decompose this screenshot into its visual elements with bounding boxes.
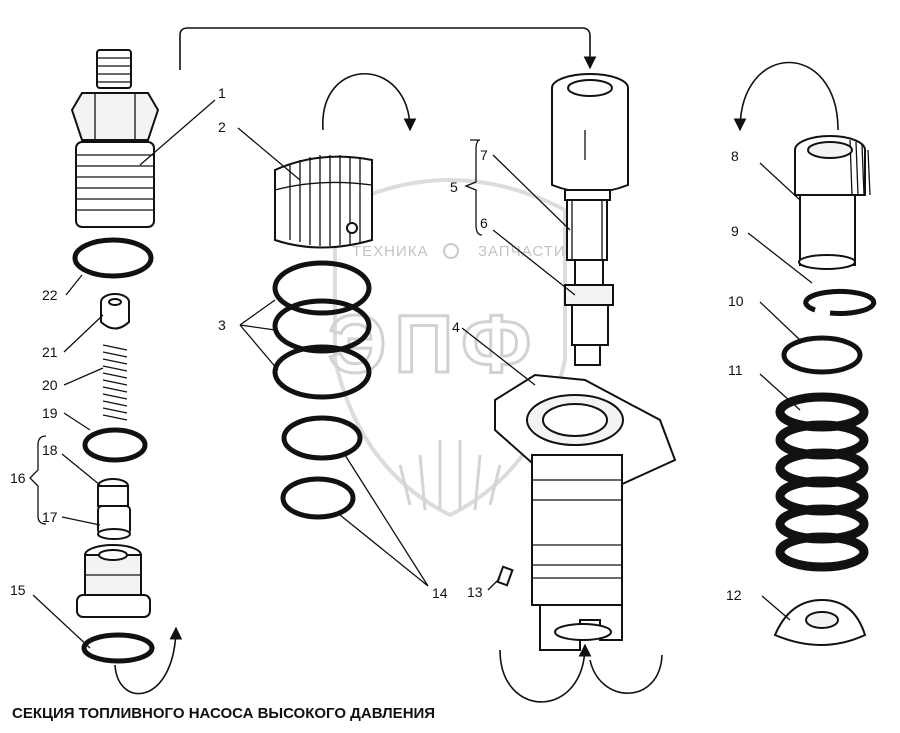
plunger-7 <box>551 73 629 286</box>
washer-10 <box>781 335 863 375</box>
callout-15: 15 <box>10 582 26 598</box>
watermark-wheat-icon <box>398 440 502 511</box>
o-ring-14b <box>280 476 356 520</box>
callout-1: 1 <box>218 85 226 101</box>
diagram-caption: СЕКЦИЯ ТОПЛИВНОГО НАСОСА ВЫСОКОГО ДАВЛЕН… <box>12 705 436 722</box>
callout-18: 18 <box>42 442 58 458</box>
callout-17: 17 <box>42 509 58 525</box>
callout-10: 10 <box>728 293 744 309</box>
callout-14: 14 <box>432 585 448 601</box>
callout-20: 20 <box>42 377 58 393</box>
plunger-arm-6 <box>564 284 614 366</box>
callout-19: 19 <box>42 405 58 421</box>
callout-6: 6 <box>480 215 488 231</box>
callout-2: 2 <box>218 119 226 135</box>
watermark-brand-right: ЗАПЧАСТИ <box>478 243 566 260</box>
leader-lines <box>29 99 813 649</box>
callout-11: 11 <box>728 362 743 378</box>
spring-11 <box>775 392 869 572</box>
spring-plate-12 <box>773 598 867 646</box>
pressure-fitting-1 <box>70 49 160 228</box>
arrow-right-down <box>733 61 839 132</box>
o-ring-22 <box>72 237 154 279</box>
o-ring-14a <box>281 415 363 461</box>
o-ring-3c <box>272 344 372 400</box>
delivery-valve-18 <box>97 478 129 507</box>
valve-holder-21 <box>100 293 130 330</box>
pin-13 <box>496 565 514 587</box>
o-ring-3b <box>272 298 372 354</box>
callout-9: 9 <box>731 223 739 239</box>
arrow-top-long <box>179 27 597 70</box>
arrow-rings-down <box>322 72 417 132</box>
callout-3: 3 <box>218 317 226 333</box>
callout-5: 5 <box>450 179 458 195</box>
callout-numbers: 1 2 3 4 5 6 7 8 9 10 11 12 13 14 15 16 1… <box>10 85 744 603</box>
flow-arrows <box>114 27 839 703</box>
watermark-gear-icon <box>443 243 459 259</box>
callout-12: 12 <box>726 587 742 603</box>
arrow-bottom-mid-up <box>499 643 592 703</box>
callout-4: 4 <box>452 319 460 335</box>
callout-16: 16 <box>10 470 26 486</box>
callout-8: 8 <box>731 148 739 164</box>
pump-barrel-4 <box>494 373 677 651</box>
washer-19 <box>82 427 148 463</box>
arrow-bottom-mid-tail <box>589 654 663 694</box>
callout-21: 21 <box>42 344 58 360</box>
spring-20 <box>102 344 128 421</box>
toothed-sleeve-8 <box>794 135 871 270</box>
retaining-ring-15 <box>81 632 155 664</box>
watermark-brand-left: ТЕХНИКА <box>352 243 429 260</box>
valve-seat-17 <box>97 505 131 540</box>
control-sleeve-2 <box>274 155 373 249</box>
arrow-bottom-left-up <box>114 626 183 695</box>
ring-9 <box>803 288 877 316</box>
callout-7: 7 <box>480 147 488 163</box>
sleeve-15 <box>76 544 151 618</box>
callout-22: 22 <box>42 287 58 303</box>
callout-13: 13 <box>467 584 483 600</box>
o-ring-3a <box>272 260 372 316</box>
